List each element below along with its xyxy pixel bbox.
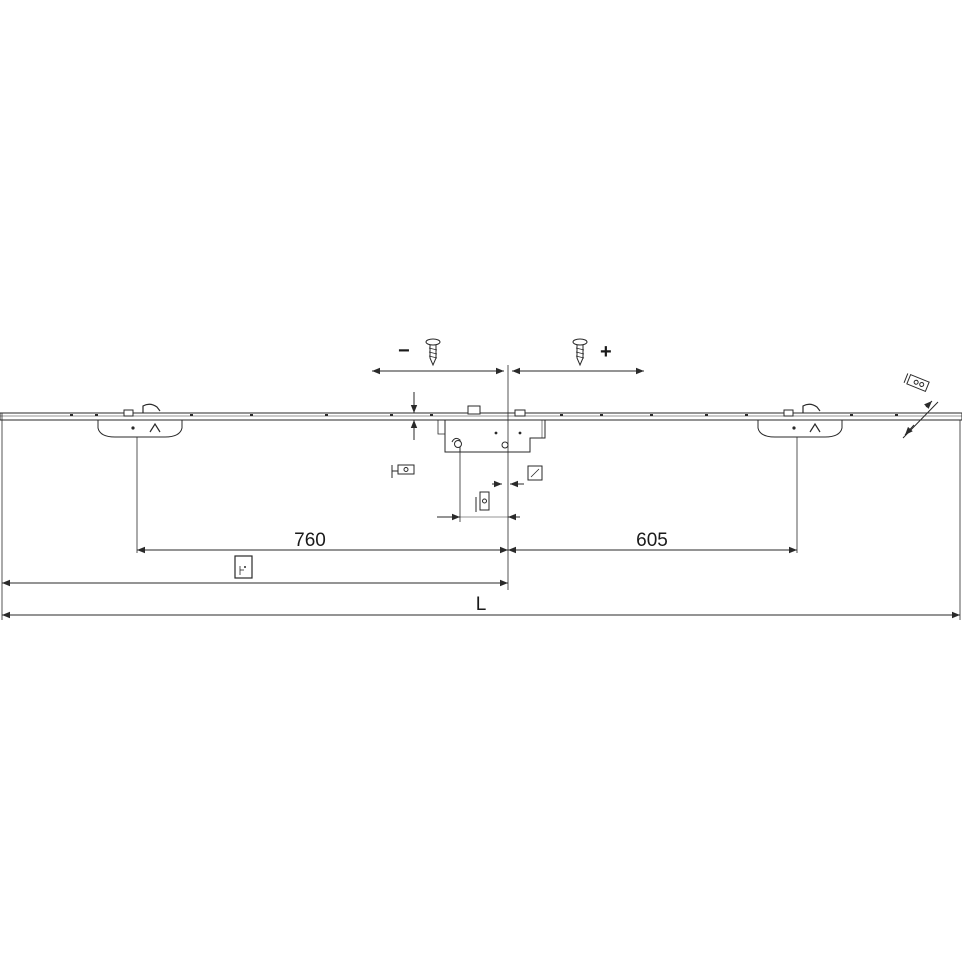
- left-hook-bolt: [97, 403, 183, 438]
- faceplate-icon: [903, 373, 930, 393]
- faceplate-slots: [70, 414, 898, 416]
- dimension-row-handle-height: [2, 555, 508, 587]
- faceplate-end-dimension: [902, 373, 939, 439]
- square-spindle-dimension: [492, 465, 543, 488]
- screw-adjustment: − +: [372, 338, 644, 375]
- dimension-icon: [391, 464, 415, 478]
- backset-dimension: [437, 491, 520, 521]
- dimension-row-total-length: L: [2, 594, 960, 619]
- dimension-605-label: 605: [636, 530, 668, 551]
- dimension-L-label: L: [476, 594, 487, 615]
- dimension-760-label: 760: [294, 530, 326, 551]
- dimension-row-backset: 760 605: [137, 530, 797, 554]
- minus-label: −: [398, 340, 410, 362]
- faceplate: [0, 412, 962, 421]
- screw-icon: [572, 338, 588, 367]
- keep-icon: [234, 555, 253, 579]
- dimension-icon: [475, 491, 490, 512]
- plus-label: +: [600, 341, 612, 363]
- screw-icon: [425, 338, 441, 367]
- right-hook-bolt: [757, 403, 843, 438]
- main-lock-case: [432, 405, 546, 453]
- square-spindle-icon: [527, 465, 543, 481]
